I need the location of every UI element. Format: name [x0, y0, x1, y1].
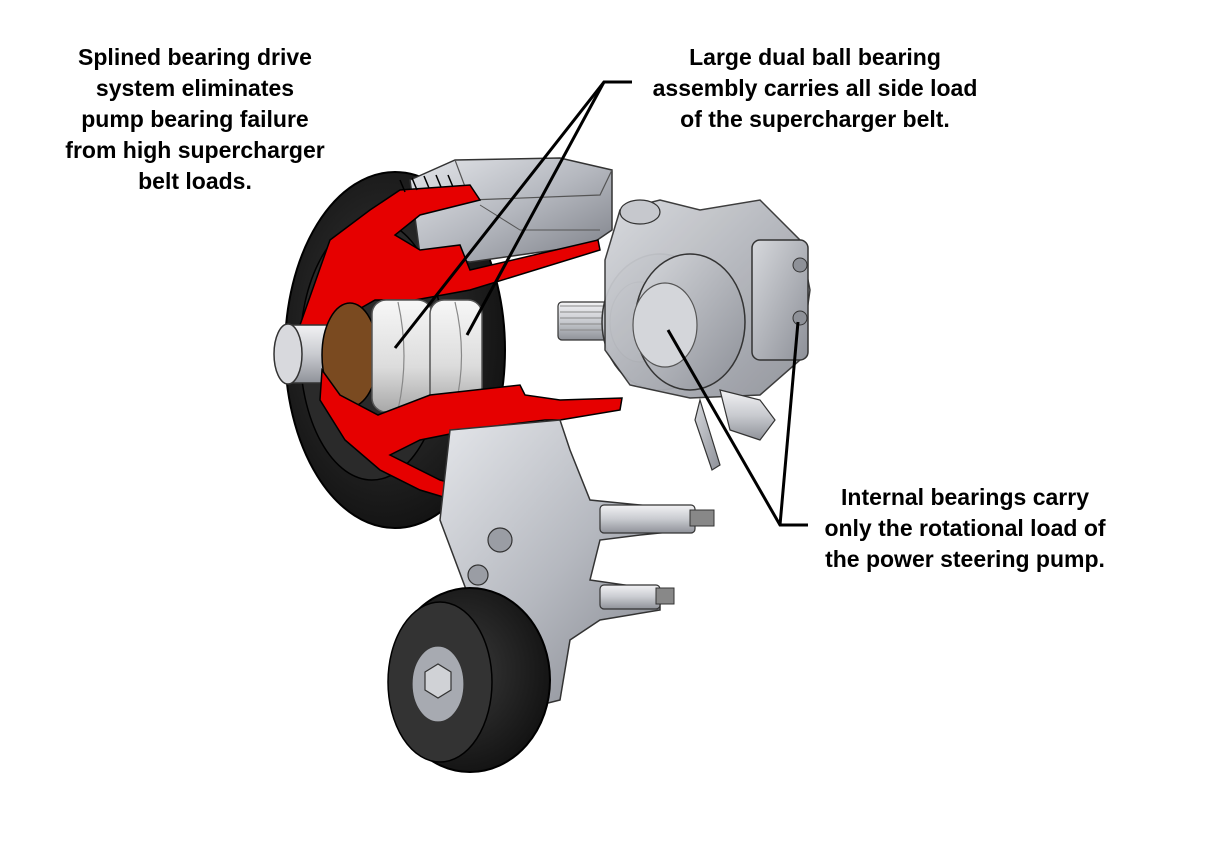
callout-splined-drive: Splined bearing drive system eliminates … [30, 42, 360, 197]
dual-ball-bearing [371, 299, 483, 413]
callout-line: belt loads. [138, 168, 252, 194]
callout-line: assembly carries all side load [652, 75, 978, 101]
callout-dual-bearing: Large dual ball bearing assembly carries… [615, 42, 1015, 135]
cutaway-section-upper [299, 174, 601, 341]
callout-line: the power steering pump. [825, 546, 1105, 572]
power-steering-pump [557, 199, 811, 471]
callout-line: from high supercharger [65, 137, 325, 163]
callout-line: of the supercharger belt. [680, 106, 950, 132]
leader-lines [393, 80, 808, 527]
callout-line: Large dual ball bearing [689, 44, 941, 70]
callout-line: only the rotational load of [824, 515, 1106, 541]
callout-line: Splined bearing drive [78, 44, 312, 70]
idler-pulley [387, 587, 551, 773]
callout-line: system eliminates [95, 75, 295, 101]
callout-line: Internal bearings carry [841, 484, 1089, 510]
callout-internal-bearings: Internal bearings carry only the rotatio… [795, 482, 1135, 575]
leader-line-dual-bearing-b [465, 81, 606, 336]
callout-line: pump bearing failure [81, 106, 309, 132]
leader-line-internal-b [778, 321, 800, 526]
